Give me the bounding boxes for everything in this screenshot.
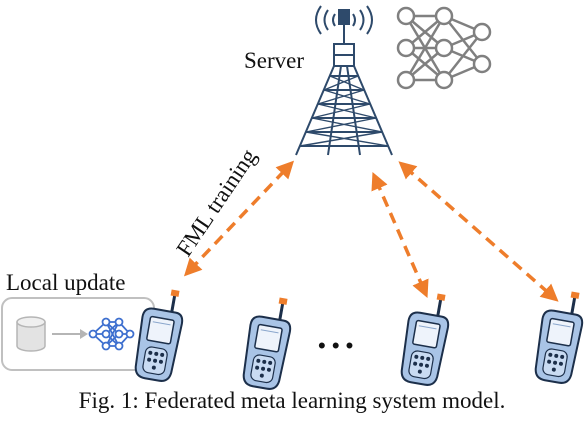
mobile-phone-icon	[530, 285, 584, 387]
mobile-phone-icon	[396, 287, 455, 389]
cell-tower-icon	[295, 5, 393, 156]
local-update-box	[1, 297, 155, 371]
link-arrow-1	[183, 160, 295, 277]
figure-caption: Fig. 1: Federated meta learning system m…	[78, 388, 506, 413]
fml-links	[183, 160, 559, 302]
link-arrow-2	[371, 171, 429, 299]
server-neural-network-icon	[396, 6, 492, 90]
mobile-phone-icon	[238, 291, 297, 393]
local-neural-network-icon	[88, 317, 135, 351]
server-label: Server	[244, 48, 304, 73]
database-icon	[16, 316, 46, 352]
link-arrow-3	[398, 161, 559, 302]
local-update-label: Local update	[6, 270, 125, 295]
ellipsis-label: • • •	[318, 333, 353, 358]
